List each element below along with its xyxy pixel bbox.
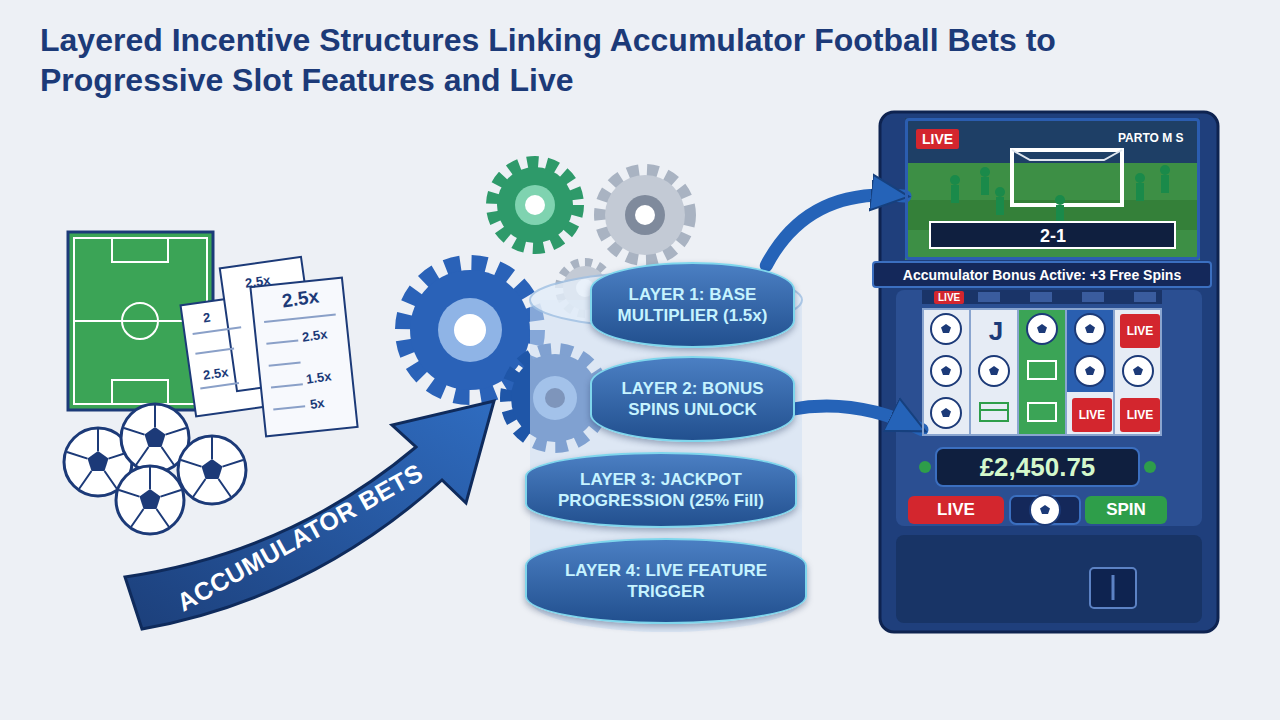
node-text: PARTO M S: [1118, 131, 1184, 145]
layer-disc: LAYER 3: JACKPOT PROGRESSION (25% Fill): [525, 452, 797, 528]
node-text: Accumulator Bonus Active: +3 Free Spins: [903, 267, 1181, 283]
figure-label: LIVE: [934, 291, 964, 304]
figure-label: 5x: [309, 395, 325, 412]
bet-slips: [181, 257, 358, 437]
footballs: [64, 404, 246, 534]
layer-disc: LAYER 1: BASE MULTIPLIER (1.5x): [590, 262, 795, 348]
node-text: LAYER 1: BASE MULTIPLIER (1.5x): [603, 284, 783, 326]
node-text: LIVE: [1120, 398, 1160, 432]
node-text: J: [972, 310, 1020, 352]
slot-machine-cabinet: [880, 112, 1218, 632]
spin-button: SPIN: [1085, 496, 1167, 524]
slot-reels: JLIVELIVELIVE: [922, 308, 1162, 436]
balance-display: £2,450.75: [935, 447, 1140, 487]
stadium-picture: [905, 118, 1200, 260]
node-text: LAYER 4: LIVE FEATURE TRIGGER: [541, 560, 791, 602]
accumulator-arrow: ACCUMULATOR BETS: [120, 385, 500, 633]
node-text: ACCUMULATOR BETS: [162, 452, 438, 623]
layer-disc: LAYER 2: BONUS SPINS UNLOCK: [590, 356, 795, 442]
bonus-banner: Accumulator Bonus Active: +3 Free Spins: [872, 261, 1212, 288]
node-text: LIVE: [937, 500, 975, 520]
node-text: LIVE: [1120, 314, 1160, 348]
live-screen: LIVE PARTO M S 2-1: [905, 118, 1200, 260]
curved-arrow: [791, 406, 922, 430]
reel-strip: [922, 290, 1162, 304]
slot-reels: [922, 308, 1162, 436]
live-button: LIVE: [908, 496, 1004, 524]
curved-arrow: [766, 195, 905, 266]
node-text: LIVE: [1072, 398, 1112, 432]
node-text: LIVE: [916, 129, 959, 149]
layer-disc: LAYER 4: LIVE FEATURE TRIGGER: [525, 538, 807, 624]
node-text: SPIN: [1106, 500, 1146, 520]
arrow-band: [125, 401, 494, 629]
ball-button: [1010, 495, 1080, 525]
diagram-title: Layered Incentive Structures Linking Acc…: [40, 20, 1210, 100]
node-text: LAYER 2: BONUS SPINS UNLOCK: [603, 378, 783, 420]
node-text: LAYER 3: JACKPOT PROGRESSION (25% Fill): [536, 469, 786, 511]
node-text: 2-1: [1023, 225, 1083, 247]
node-text: £2,450.75: [980, 452, 1096, 483]
